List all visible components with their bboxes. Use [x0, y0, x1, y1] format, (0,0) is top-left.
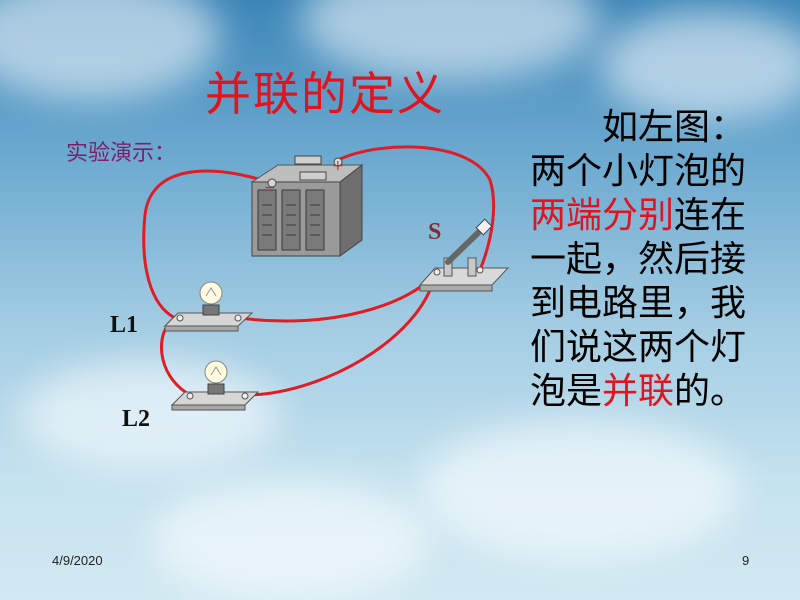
cloud: [20, 360, 280, 470]
highlight-parallel: 并联: [602, 371, 675, 412]
lamp-l2: [170, 360, 260, 411]
description-line-7: 泡是并联的。: [530, 371, 747, 412]
wire-switch-to-l1-right: [238, 270, 439, 323]
cloud: [600, 10, 800, 120]
demo-label: 实验演示：: [66, 141, 177, 166]
highlight-both-ends: 两端分别: [530, 195, 675, 236]
description-line-3: 两端分别连在: [530, 195, 747, 236]
description-line-2: 两个小灯泡的: [530, 151, 747, 192]
switch-label: S: [428, 219, 442, 245]
cloud: [420, 420, 740, 560]
page-title: 并联的定义: [205, 67, 445, 121]
description-line-6: 们说这两个灯: [530, 327, 747, 368]
battery: [250, 155, 364, 257]
wire-battery-negative-to-l1: [142, 169, 274, 320]
footer-date: 4/9/2020: [52, 553, 103, 568]
wire-switch-to-l2-right: [243, 273, 437, 397]
battery-negative-sign: −: [264, 180, 276, 196]
footer-page-number: 9: [742, 553, 750, 568]
switch: [418, 218, 510, 292]
description-line-4: 一起，然后接: [530, 239, 747, 280]
description-line-5: 到电路里，我: [530, 283, 747, 324]
lamp-l1: [163, 281, 254, 332]
lamp-l1-label: L1: [110, 312, 139, 338]
cloud: [150, 480, 430, 600]
battery-positive-sign: +: [332, 158, 344, 174]
lamp-l2-label: L2: [122, 406, 151, 432]
description-line-1: 如左图：: [602, 107, 747, 148]
wire-battery-positive-to-switch: [336, 145, 496, 272]
description-text: 如左图： 两个小灯泡的 两端分别连在 一起，然后接 到电路里，我 们说这两个灯 …: [530, 106, 780, 414]
